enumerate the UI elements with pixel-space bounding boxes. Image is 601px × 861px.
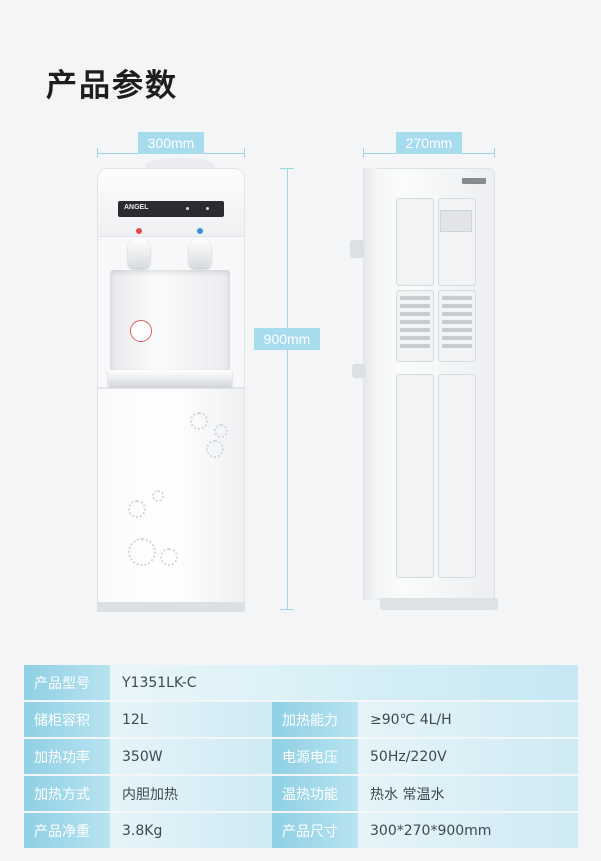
spec-sticker — [440, 210, 472, 232]
hot-water-tap-icon — [128, 228, 150, 268]
drip-tray — [108, 370, 232, 386]
flower-decoration-icon — [152, 490, 164, 502]
flower-decoration-icon — [190, 412, 208, 430]
flower-decoration-icon — [128, 500, 146, 518]
spec-label: 产品净重 — [24, 813, 110, 848]
control-panel: ANGEL — [118, 201, 224, 217]
spec-value: 内胆加热 — [110, 776, 272, 811]
side-tap-icon — [352, 364, 366, 378]
front-width-label: 300mm — [138, 132, 204, 154]
spec-value: ≥90℃ 4L/H — [358, 702, 578, 737]
spec-value: 12L — [110, 702, 272, 737]
spec-label: 产品型号 — [24, 665, 110, 700]
spec-table: 产品型号 Y1351LK-C 储柜容积 12L 加热能力 ≥90℃ 4L/H 加… — [24, 663, 578, 850]
page-title: 产品参数 — [46, 68, 178, 104]
side-tap-icon — [350, 240, 364, 258]
spec-value: 50Hz/220V — [358, 739, 578, 774]
spec-label: 温热功能 — [272, 776, 358, 811]
table-row: 加热功率 350W 电源电压 50Hz/220V — [24, 739, 578, 774]
spec-label: 加热方式 — [24, 776, 110, 811]
storage-cabinet-door — [97, 388, 245, 604]
hot-warning-icon — [130, 320, 152, 342]
height-label: 900mm — [254, 328, 320, 350]
spec-label: 储柜容积 — [24, 702, 110, 737]
spec-value: Y1351LK-C — [110, 665, 578, 700]
brand-logo: ANGEL — [124, 204, 149, 211]
table-row: 储柜容积 12L 加热能力 ≥90℃ 4L/H — [24, 702, 578, 737]
normal-water-tap-icon — [189, 228, 211, 268]
dispensing-niche — [110, 270, 230, 372]
table-row: 加热方式 内胆加热 温热功能 热水 常温水 — [24, 776, 578, 811]
flower-decoration-icon — [160, 548, 178, 566]
flower-decoration-icon — [206, 440, 224, 458]
table-row: 产品净重 3.8Kg 产品尺寸 300*270*900mm — [24, 813, 578, 848]
spec-label: 加热能力 — [272, 702, 358, 737]
spec-label: 加热功率 — [24, 739, 110, 774]
spec-label: 产品尺寸 — [272, 813, 358, 848]
table-row: 产品型号 Y1351LK-C — [24, 665, 578, 700]
spec-label: 电源电压 — [272, 739, 358, 774]
side-width-label: 270mm — [396, 132, 462, 154]
flower-decoration-icon — [128, 538, 156, 566]
flower-decoration-icon — [214, 424, 228, 438]
spec-value: 热水 常温水 — [358, 776, 578, 811]
spec-value: 3.8Kg — [110, 813, 272, 848]
spec-value: 350W — [110, 739, 272, 774]
spec-value: 300*270*900mm — [358, 813, 578, 848]
